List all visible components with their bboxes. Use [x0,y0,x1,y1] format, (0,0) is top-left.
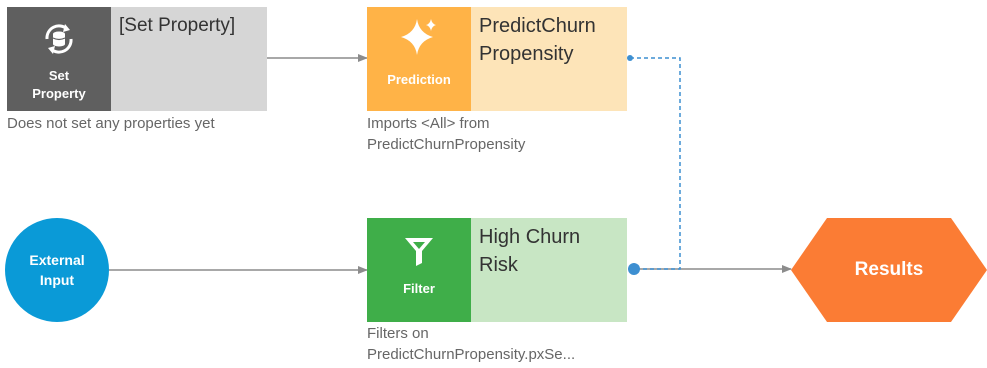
filter-tile[interactable]: Filter [367,218,471,322]
external-input-label: External Input [29,252,85,288]
prediction-tile-label: Prediction [387,72,451,87]
results-hexagon [791,218,987,322]
external-input-node[interactable]: External Input [5,218,109,322]
set-property-tile-label: Set Property [32,68,86,101]
set-property-panel[interactable]: [Set Property] [111,7,267,111]
set-property-name: [Set Property] [119,15,236,36]
connector-port-filter [628,263,640,275]
set-property-description: Does not set any properties yet [7,115,215,132]
set-property-tile[interactable]: Set Property [7,7,111,111]
filter-node[interactable]: Filter High Churn Risk [367,218,627,322]
results-node[interactable]: Results [791,218,987,322]
prediction-tile[interactable]: Prediction [367,7,471,111]
set-property-node[interactable]: Set Property [Set Property] [7,7,267,111]
filter-panel[interactable]: High Churn Risk [471,218,627,322]
filter-tile-label: Filter [403,281,435,296]
filter-description: Filters on PredictChurnPropensity.pxSe..… [367,325,576,363]
connector-prediction-dashed [630,57,681,270]
database-sync-icon [45,24,73,54]
prediction-node[interactable]: Prediction PredictChurn Propensity [367,7,627,111]
funnel-icon [405,238,433,266]
prediction-panel[interactable]: PredictChurn Propensity [471,7,627,111]
prediction-name: PredictChurn Propensity [479,15,596,65]
connector-port-prediction [627,55,633,61]
prediction-description: Imports <All> from PredictChurnPropensit… [367,115,526,153]
filter-name: High Churn Risk [479,226,581,276]
sparkle-icon [401,19,436,55]
results-label: Results [854,259,924,280]
